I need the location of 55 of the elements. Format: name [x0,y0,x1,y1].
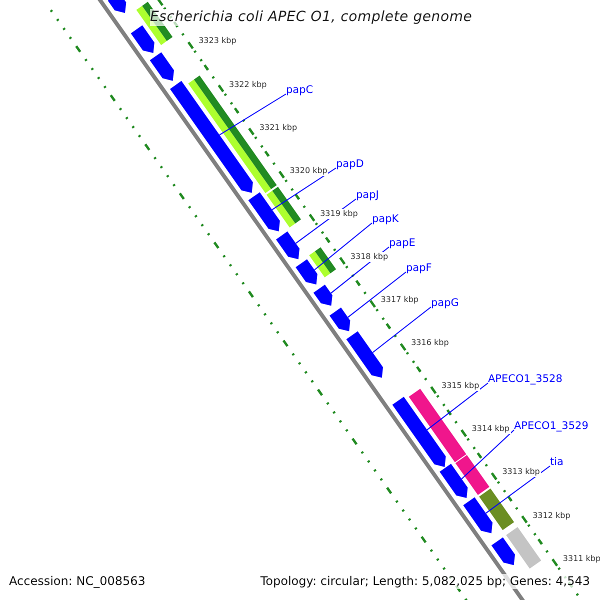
scale-label: 3313 kbp [501,467,541,478]
gene-feature [150,52,174,81]
leader-line [461,430,514,480]
gene-feature [330,308,350,332]
feature-bar [266,186,301,228]
gene-feature [170,80,253,193]
feature-bar [309,247,336,278]
feature-bar [408,388,466,462]
gene-label: tia [550,456,564,469]
gene-feature [108,0,126,13]
gene-label: papF [406,262,432,275]
gene-label: papJ [356,189,379,202]
scale-label: 3311 kbp [562,554,600,564]
leader-line [372,306,432,353]
feature-bar [188,76,277,194]
gene-label: papG [431,297,459,310]
gene-label: papE [389,237,416,250]
gene-feature [276,231,300,260]
leader-line [426,382,488,430]
gene-label: APECO1_3528 [488,373,562,386]
feature-bar [506,527,542,569]
gene-label: papK [372,213,399,226]
gene-feature [491,537,515,566]
gene-feature [440,464,468,498]
genome-info-text: Topology: circular; Length: 5,082,025 bp; Genes: 4,543 [260,574,590,589]
scale-label: 3314 kbp [470,424,510,434]
gene-feature [313,284,332,306]
gene-label: papD [336,158,364,171]
leader-line [314,222,372,270]
leader-line [485,466,550,514]
scale-label: 3323 kbp [198,36,238,46]
leader-line [347,272,406,318]
gene-feature [296,259,318,284]
accession-text: Accession: NC_008563 [9,574,146,589]
feature-bar [479,488,514,530]
scale-label: 3312 kbp [532,510,572,521]
gene-label: APECO1_3529 [514,420,588,433]
gene-label: papC [286,84,314,97]
scale-label: 3321 kbp [258,122,298,133]
gene-feature [463,497,492,534]
gene-feature [248,192,280,232]
scale-label: 3315 kbp [440,381,480,392]
scale-label: 3320 kbp [288,166,328,176]
feature-bar [455,455,490,495]
leader-line [219,94,286,136]
scale-label: 3316 kbp [410,338,450,348]
scale-label: 3318 kbp [349,252,390,262]
scale-label: 3319 kbp [319,208,359,219]
leader-line [272,168,336,210]
gene-feature [346,331,383,378]
scale-label: 3322 kbp [228,80,268,90]
scale-label: 3317 kbp [380,295,420,305]
gene-feature [130,25,154,53]
gene-feature [392,396,446,467]
title: Escherichia coli APEC O1, complete genome [150,9,472,26]
